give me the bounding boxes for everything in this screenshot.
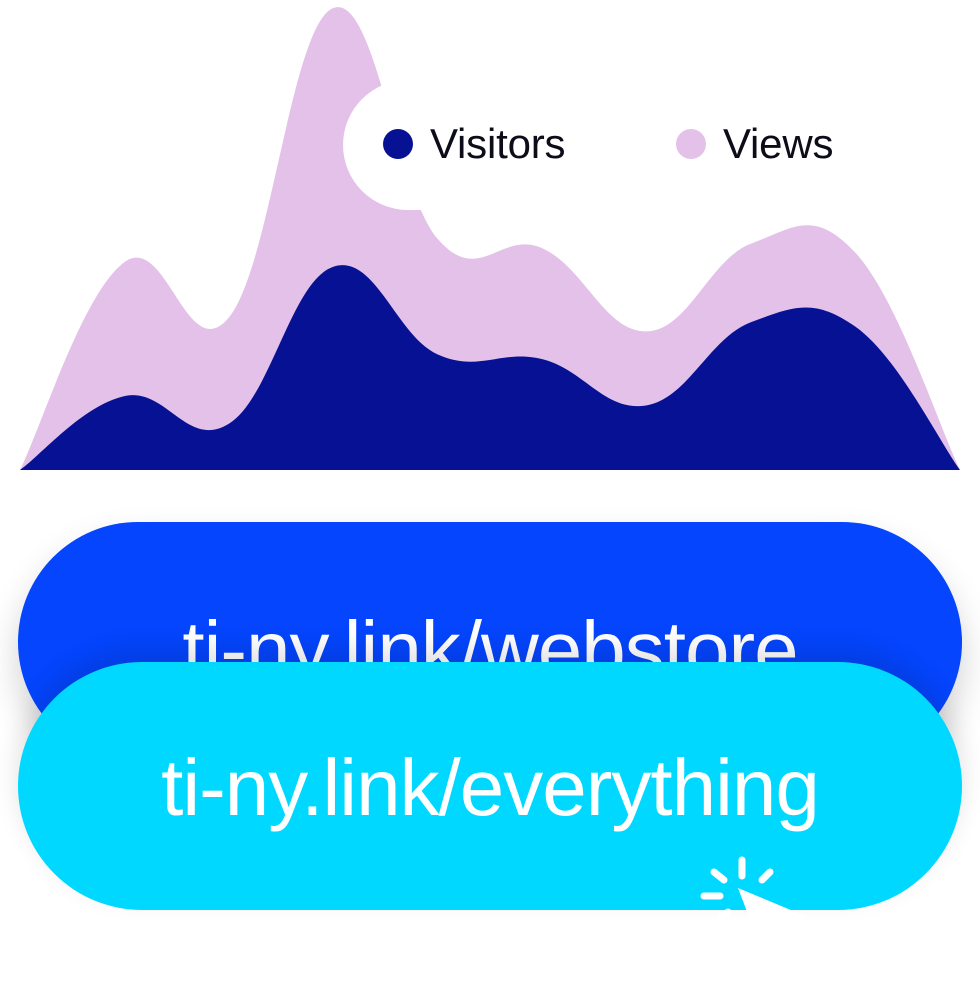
link-label-everything: ti-ny.link/everything: [161, 743, 820, 832]
series-area-visitors: [20, 265, 960, 470]
chart-series-layer: [20, 7, 960, 471]
link-button-everything[interactable]: ti-ny.link/everything: [18, 662, 962, 910]
legend-label-visitors: Visitors: [430, 120, 566, 167]
legend-item-views: Views: [676, 120, 833, 168]
legend-dot-visitors: [383, 129, 413, 159]
chart-legend: Visitors Views: [343, 80, 943, 210]
area-chart: [20, 7, 960, 471]
legend-dot-views: [676, 129, 706, 159]
legend-item-visitors: Visitors: [383, 120, 566, 168]
legend-label-views: Views: [723, 120, 834, 167]
click-cursor-icon: [700, 856, 810, 930]
